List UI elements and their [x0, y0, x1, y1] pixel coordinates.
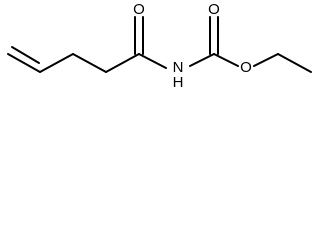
amide-nitrogen-label: N: [173, 59, 184, 76]
atom-labels: O N H O O: [133, 1, 252, 88]
ester-oxygen-label: O: [240, 59, 252, 76]
chain-bond-1: [39, 53, 74, 73]
chain-bond-3: [105, 53, 140, 73]
chain-bond-2: [72, 53, 107, 73]
ethyl-bond: [277, 53, 312, 73]
amide-hydrogen-label: H: [173, 74, 184, 88]
carbonyl-oxygen-label-2: O: [208, 1, 220, 18]
ester-o-c-bond: [253, 53, 279, 67]
bonds: [7, 16, 312, 73]
vinyl-double-bond: [7, 53, 41, 73]
molecule-structure: O N H O O: [7, 1, 312, 88]
vinyl-double-bond-inner: [11, 46, 40, 64]
carbonyl-oxygen-label-1: O: [133, 1, 145, 18]
carbamate-n-c-bond: [189, 53, 215, 67]
ester-c-o-bond: [213, 53, 239, 67]
amide-c-n-bond: [138, 53, 167, 69]
